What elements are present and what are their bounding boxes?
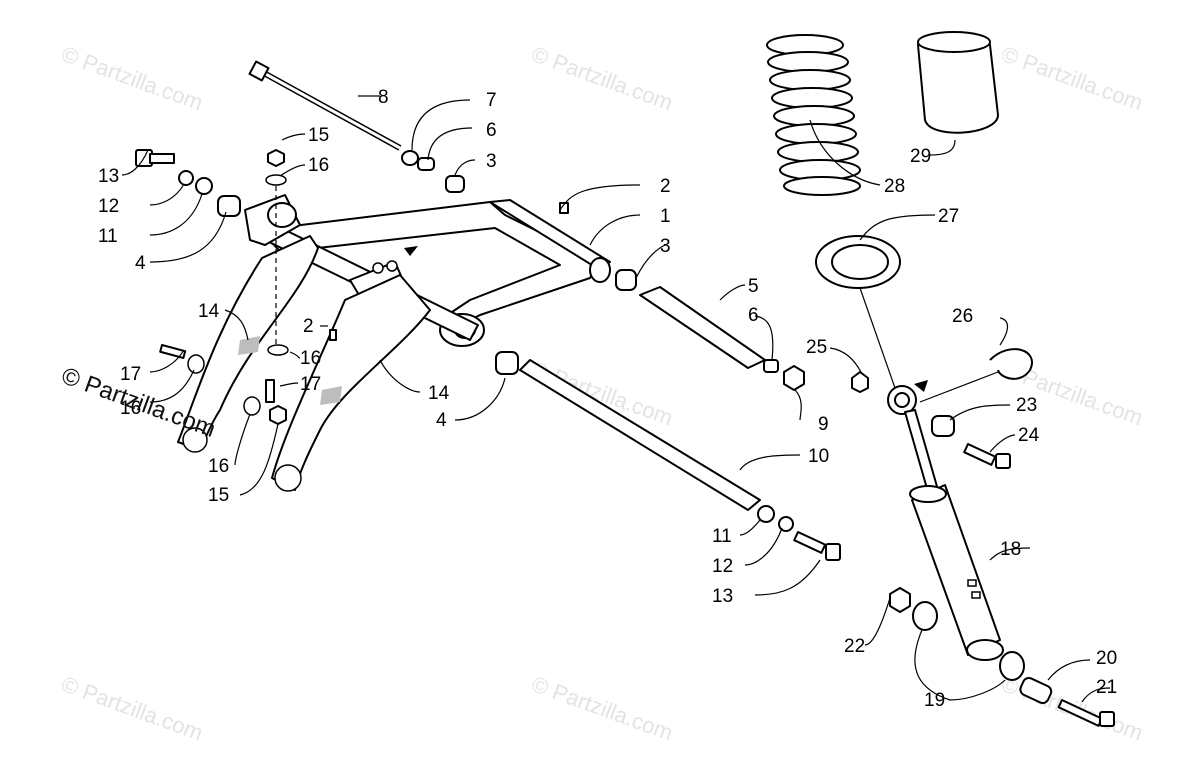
lower-arm-14-left — [177, 235, 319, 453]
leader-lines — [121, 95, 1111, 703]
callout-26: 26 — [952, 306, 973, 327]
nut-9 — [783, 365, 805, 391]
clip-26 — [989, 348, 1033, 380]
callout-9: 9 — [818, 414, 829, 435]
watermark: © Partzilla.com — [998, 41, 1146, 115]
washer-7 — [401, 150, 419, 166]
bushing-3-right — [615, 269, 637, 291]
callout-16: 16 — [308, 155, 329, 176]
callout-4: 4 — [135, 253, 146, 274]
callout-23: 23 — [1016, 395, 1037, 416]
nut-22 — [889, 587, 911, 613]
washer-16-mid — [267, 344, 289, 356]
callout-1: 1 — [660, 206, 671, 227]
boot-29 — [917, 31, 999, 134]
callout-15: 15 — [208, 485, 229, 506]
bolt-17-mid — [265, 379, 275, 403]
sleeve-20 — [1019, 676, 1053, 705]
callout-8: 8 — [378, 87, 389, 108]
grease-2 — [329, 329, 337, 341]
bushing-19-b — [999, 651, 1025, 681]
callout-28: 28 — [884, 176, 905, 197]
callout-13: 13 — [712, 586, 733, 607]
nut-25 — [851, 371, 869, 393]
nut-15-top — [267, 149, 285, 167]
callout-11: 11 — [712, 526, 732, 547]
washer-16-lower — [243, 396, 261, 416]
callout-12: 12 — [712, 556, 733, 577]
callout-19: 19 — [924, 690, 945, 711]
callout-27: 27 — [938, 206, 959, 227]
bushing-3-top — [445, 175, 465, 193]
callout-10: 10 — [808, 446, 829, 467]
washer-11-right — [757, 505, 775, 523]
callout-22: 22 — [844, 636, 865, 657]
shaft-5 — [639, 286, 766, 369]
callout-17: 17 — [300, 374, 321, 395]
shock-18 — [887, 385, 1004, 661]
callout-29: 29 — [910, 146, 931, 167]
callout-21: 21 — [1096, 677, 1117, 698]
callout-6: 6 — [748, 305, 759, 326]
arrow-marker-right — [914, 380, 928, 392]
watermark: © Partzilla.com — [528, 41, 676, 115]
bushing-6-right — [763, 359, 779, 373]
seat-27 — [815, 235, 901, 289]
callout-12: 12 — [98, 196, 119, 217]
bolt-24 — [963, 443, 1011, 469]
bushing-6-top — [417, 157, 435, 171]
watermark: © Partzilla.com — [528, 671, 676, 745]
bushing-19-a — [912, 601, 938, 631]
washer-12-left — [178, 170, 194, 186]
callout-labels: 1 2 2 3 3 4 4 5 6 6 7 8 9 10 11 11 12 12… — [98, 87, 1117, 711]
shaft-10 — [519, 359, 761, 511]
callout-6: 6 — [486, 120, 497, 141]
callout-3: 3 — [486, 151, 497, 172]
bolt-17-left — [159, 344, 187, 359]
lower-arm-14-right — [271, 274, 431, 492]
bolt-13-right — [793, 531, 841, 561]
callout-11: 11 — [98, 226, 118, 247]
callout-7: 7 — [486, 90, 497, 111]
nut-15-lower — [269, 405, 287, 425]
callout-16: 16 — [120, 398, 141, 419]
rod-8 — [248, 60, 402, 151]
callout-3: 3 — [660, 236, 671, 257]
callout-20: 20 — [1096, 648, 1117, 669]
washer-16-left — [187, 354, 205, 374]
watermark: © Partzilla.com — [58, 671, 206, 745]
callout-2: 2 — [303, 316, 314, 337]
callout-24: 24 — [1018, 425, 1040, 446]
callout-16: 16 — [300, 348, 321, 369]
bushing-23 — [931, 415, 955, 437]
callout-4: 4 — [436, 410, 447, 431]
callout-14: 14 — [428, 383, 450, 404]
arrow-marker-left — [404, 246, 418, 256]
callout-25: 25 — [806, 337, 827, 358]
callout-14: 14 — [198, 301, 220, 322]
callout-17: 17 — [120, 364, 141, 385]
callout-15: 15 — [308, 125, 329, 146]
watermark: © Partzilla.com — [58, 41, 206, 115]
spring-28 — [766, 34, 861, 196]
bolt-13-left — [135, 149, 175, 167]
callout-5: 5 — [748, 276, 759, 297]
washer-12-right — [778, 516, 794, 532]
callout-16: 16 — [208, 456, 229, 477]
callout-18: 18 — [1000, 539, 1021, 560]
washer-11-left — [195, 177, 213, 195]
washer-16-top — [265, 174, 287, 186]
bushing-4-left — [217, 195, 241, 217]
bushing-4-right — [495, 351, 519, 375]
callout-13: 13 — [98, 166, 119, 187]
bolt-21 — [1057, 699, 1115, 727]
callout-2: 2 — [660, 176, 671, 197]
